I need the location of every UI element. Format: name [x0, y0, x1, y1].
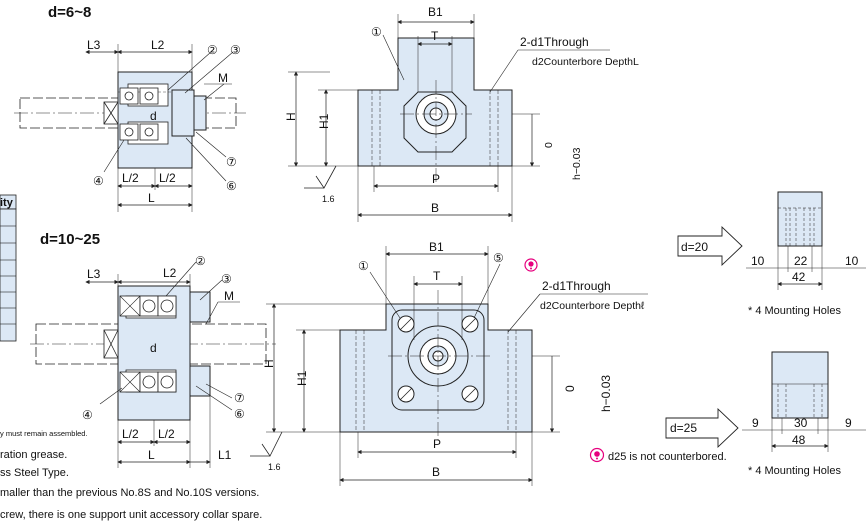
label-d-small: d: [150, 109, 157, 123]
dim-H-large: H: [262, 359, 276, 368]
label-through-small: 2-d1Through: [520, 35, 589, 49]
note-d25-holes: * 4 Mounting Holes: [748, 465, 841, 477]
callout-4-small: ④: [93, 174, 104, 188]
dim-L2-small: L2: [151, 38, 165, 52]
callout-5-large: ⑤: [493, 251, 504, 265]
dim-H1-large: H1: [295, 370, 309, 386]
heading-large: d=10~25: [40, 231, 100, 248]
dim-B-large: B: [432, 465, 440, 479]
label-counterbore-large: d2Counterbore Depthℓ: [540, 300, 645, 312]
dim-B1-large: B1: [429, 240, 444, 254]
tol-h-small: h−0.03: [571, 147, 583, 180]
tol-zero-large: 0: [563, 385, 577, 392]
note-d25-counterbore: d25 is not counterbored.: [608, 451, 727, 463]
side-view-large: [30, 261, 276, 468]
label-M-small: M: [218, 71, 228, 85]
dim-L1-large: L1: [218, 448, 232, 462]
dim-d25-mid: 30: [794, 416, 808, 430]
callout-7-small: ⑦: [226, 155, 237, 169]
dim-P-small: P: [432, 172, 440, 186]
side-view-small: [14, 44, 246, 212]
dim-B1-small: B1: [428, 5, 443, 19]
dim-d20-left: 10: [751, 254, 765, 268]
dim-B-small: B: [431, 201, 439, 215]
dim-T-large: T: [433, 269, 441, 283]
left-note-3: ss Steel Type.: [0, 467, 69, 479]
label-M-large: M: [224, 289, 234, 303]
roughness-large: 1.6: [268, 462, 281, 472]
dim-L3-small: L3: [87, 38, 101, 52]
dim-L-large: L: [148, 448, 155, 462]
table-fragment: ity: [0, 194, 17, 342]
callout-3-small: ③: [230, 43, 241, 57]
callout-7-large: ⑦: [234, 391, 245, 405]
dim-T-small: T: [431, 29, 439, 43]
left-note-4: maller than the previous No.8S and No.10…: [0, 487, 259, 499]
dim-L-small: L: [148, 191, 155, 205]
dim-d25-left: 9: [752, 416, 759, 430]
heading-small: d=6~8: [48, 4, 91, 21]
dim-Lhalf-1-large: L/2: [122, 427, 139, 441]
detail-d25: [665, 351, 866, 452]
dim-H-small: H: [284, 112, 298, 121]
detail-d20: [677, 191, 866, 290]
callout-4-large: ④: [82, 408, 93, 422]
note-d20-holes: * 4 Mounting Holes: [748, 305, 841, 317]
left-note-1: y must remain assembled.: [0, 429, 88, 438]
label-d-large: d: [150, 341, 157, 355]
label-counterbore-small: d2Counterbore DepthL: [532, 56, 639, 68]
dim-d25-total: 48: [792, 433, 806, 447]
dim-P-large: P: [433, 437, 441, 451]
label-d25: d=25: [670, 421, 697, 435]
front-view-small: [288, 14, 610, 222]
dim-d20-mid: 22: [794, 254, 808, 268]
dim-L3-large: L3: [87, 267, 101, 281]
callout-6-small: ⑥: [226, 179, 237, 193]
callout-2-small: ②: [207, 43, 218, 57]
dim-Lhalf-1-small: L/2: [122, 171, 139, 185]
left-note-2: ration grease.: [0, 449, 67, 461]
table-header-fragment: ity: [0, 197, 14, 209]
tol-zero-small: 0: [543, 142, 555, 148]
label-through-large: 2-d1Through: [542, 279, 611, 293]
note-marker-large: [524, 258, 538, 272]
dim-d25-right: 9: [845, 416, 852, 430]
callout-3-large: ③: [221, 272, 232, 286]
dim-L2-large: L2: [163, 266, 177, 280]
callout-1-small: ①: [371, 25, 382, 39]
left-note-5: crew, there is one support unit accessor…: [0, 509, 262, 521]
dim-Lhalf-2-small: L/2: [159, 171, 176, 185]
roughness-small: 1.6: [322, 194, 335, 204]
dim-d20-total: 42: [792, 270, 806, 284]
dim-H1-small: H1: [317, 113, 331, 129]
label-d20: d=20: [681, 240, 708, 254]
front-view-large: [250, 246, 648, 486]
callout-2-large: ②: [195, 254, 206, 268]
note-marker-d25: [589, 447, 605, 463]
callout-1-large: ①: [358, 259, 369, 273]
tol-h-large: h−0.03: [599, 375, 613, 412]
dim-Lhalf-2-large: L/2: [158, 427, 175, 441]
callout-6-large: ⑥: [234, 407, 245, 421]
dim-d20-right: 10: [845, 254, 859, 268]
